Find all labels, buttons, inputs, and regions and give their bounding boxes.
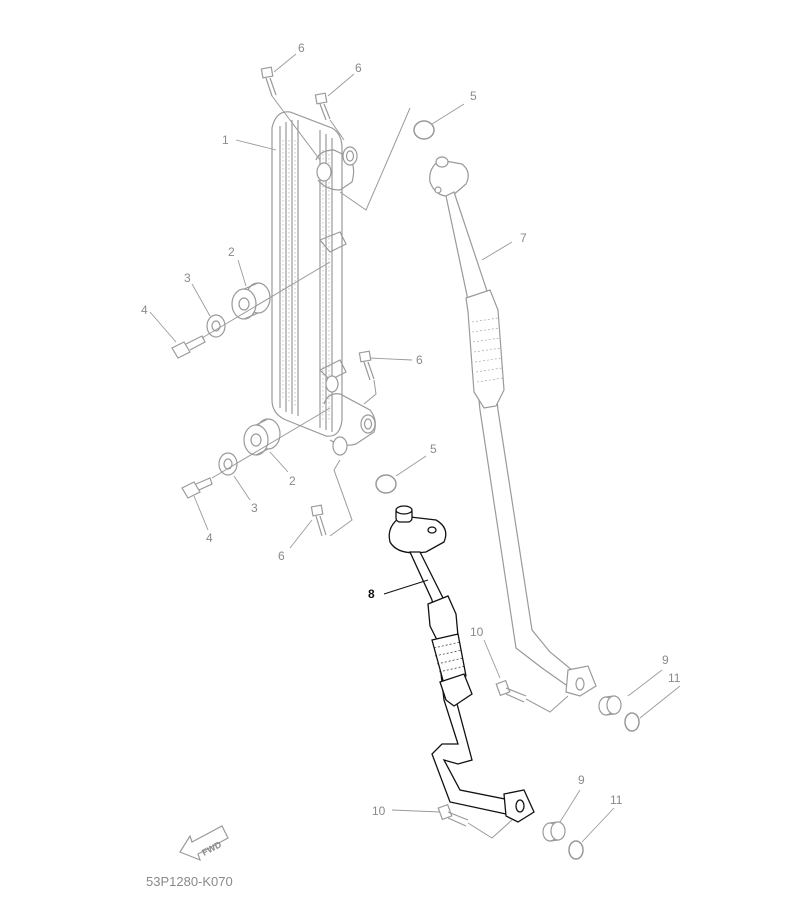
callout-10-upper[interactable]: 10 <box>470 625 484 639</box>
bolt-top-1[interactable] <box>260 66 277 97</box>
callout-7[interactable]: 7 <box>520 231 527 245</box>
callout-6-bottom[interactable]: 6 <box>278 549 285 563</box>
o-ring-lower[interactable] <box>375 474 397 494</box>
callout-9-lower[interactable]: 9 <box>578 773 585 787</box>
callout-6-top-1[interactable]: 6 <box>298 41 305 55</box>
callout-11-upper[interactable]: 11 <box>668 671 681 685</box>
collar-lower[interactable] <box>542 821 566 842</box>
callout-1[interactable]: 1 <box>222 133 229 147</box>
callout-4-lower[interactable]: 4 <box>206 531 213 545</box>
callout-6-mid[interactable]: 6 <box>416 353 423 367</box>
bolt-upper-left[interactable] <box>171 335 206 359</box>
callout-8[interactable]: 8 <box>368 587 375 601</box>
leader-line-8 <box>383 579 429 595</box>
callout-3-upper[interactable]: 3 <box>184 271 191 285</box>
bolt-bottom[interactable] <box>310 504 327 537</box>
bolt-hose-upper[interactable] <box>495 679 527 703</box>
oil-cooler[interactable] <box>271 111 376 456</box>
o-ring-hose-lower[interactable] <box>568 840 584 860</box>
callout-numbers: 1 2 2 3 3 4 4 5 5 6 6 6 6 7 8 9 9 10 10 … <box>141 41 681 818</box>
bolt-mid[interactable] <box>358 350 375 381</box>
oil-cooler-hose-lower[interactable] <box>388 505 535 823</box>
collar-upper[interactable] <box>598 695 622 716</box>
bolt-top-2[interactable] <box>314 92 331 121</box>
damper-upper[interactable] <box>231 282 271 320</box>
callout-6-top-2[interactable]: 6 <box>355 61 362 75</box>
diagram-code: 53P1280-K070 <box>146 874 233 889</box>
callout-5-lower[interactable]: 5 <box>430 442 437 456</box>
callout-2-upper[interactable]: 2 <box>228 245 235 259</box>
fwd-arrow-icon: FWD <box>179 825 229 862</box>
callout-3-lower[interactable]: 3 <box>251 501 258 515</box>
callout-5-upper[interactable]: 5 <box>470 89 477 103</box>
damper-lower[interactable] <box>243 418 281 456</box>
o-ring-hose-upper[interactable] <box>624 712 640 732</box>
callout-11-lower[interactable]: 11 <box>610 793 623 807</box>
leader-lines <box>149 53 681 843</box>
washer-lower[interactable] <box>218 452 238 476</box>
callout-9-upper[interactable]: 9 <box>662 653 669 667</box>
bolt-hose-lower[interactable] <box>437 803 469 827</box>
bolt-lower-left[interactable] <box>181 477 213 499</box>
callout-10-lower[interactable]: 10 <box>372 804 386 818</box>
callout-4-upper[interactable]: 4 <box>141 303 148 317</box>
oil-cooler-hose-upper[interactable] <box>429 156 597 697</box>
o-ring-upper[interactable] <box>413 120 435 140</box>
callout-2-lower[interactable]: 2 <box>289 474 296 488</box>
